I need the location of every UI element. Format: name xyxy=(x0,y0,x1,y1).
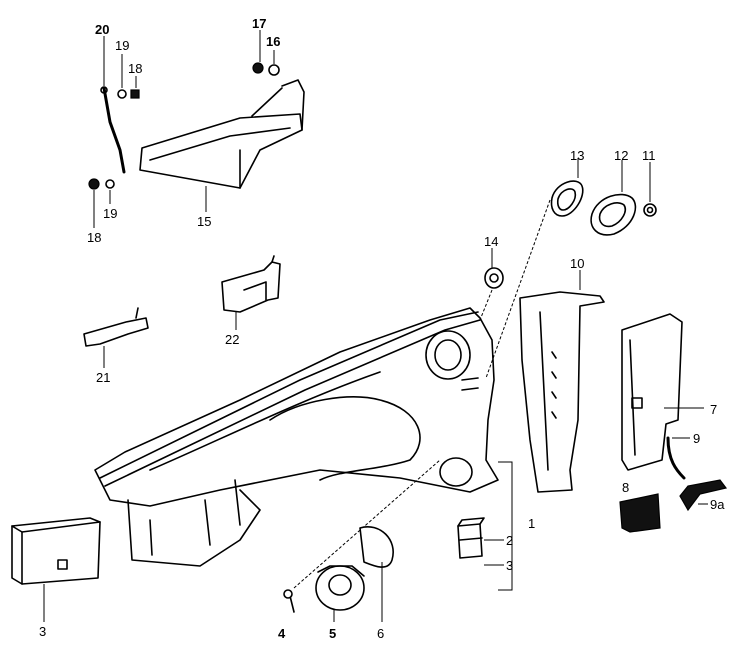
callout-18-lower: 18 xyxy=(87,230,101,245)
callout-3-right: 3 xyxy=(506,558,513,573)
callout-2: 2 xyxy=(506,533,513,548)
callout-11: 11 xyxy=(642,148,656,163)
callout-7: 7 xyxy=(710,402,717,417)
part-12-plate xyxy=(590,193,637,236)
part-17-nut xyxy=(252,62,264,74)
callout-16: 16 xyxy=(266,34,280,49)
part-2-bracket xyxy=(457,517,485,559)
part-21-bracket xyxy=(83,307,149,347)
callout-1: 1 xyxy=(528,516,535,531)
part-3-box-panel xyxy=(11,517,101,585)
part-10-arch-panel xyxy=(519,291,605,493)
callout-13: 13 xyxy=(570,148,584,163)
part-18-nut-upper xyxy=(130,89,140,99)
part-7-side-panel xyxy=(621,313,683,471)
callout-4: 4 xyxy=(278,626,286,641)
callout-21: 21 xyxy=(96,370,110,385)
part-8-corner-piece xyxy=(619,493,661,533)
callout-9: 9 xyxy=(693,431,700,446)
callout-6: 6 xyxy=(377,626,384,641)
part-18-nut-lower xyxy=(88,178,100,190)
part-22-bracket xyxy=(221,255,281,313)
callout-20: 20 xyxy=(95,22,109,37)
part-15-tray xyxy=(139,79,305,189)
part-11-nut xyxy=(643,203,657,217)
callout-12: 12 xyxy=(614,148,628,163)
callout-19-upper: 19 xyxy=(115,38,129,53)
part-13-gasket xyxy=(550,180,584,217)
callout-19-lower: 19 xyxy=(103,206,117,221)
part-16-washer xyxy=(268,64,280,76)
part-14-grommet xyxy=(484,267,504,289)
leader-1 xyxy=(498,461,513,591)
part-5-grommet xyxy=(315,565,365,611)
callout-10: 10 xyxy=(570,256,584,271)
part-20-rod xyxy=(100,86,126,174)
part-9a-strip xyxy=(679,479,728,512)
callout-9a: 9a xyxy=(710,497,725,512)
part-19-washer-upper xyxy=(117,89,127,99)
callout-22: 22 xyxy=(225,332,239,347)
main-fender-assembly xyxy=(94,307,499,567)
part-9-strip xyxy=(666,436,686,480)
callout-5: 5 xyxy=(329,626,336,641)
callout-8: 8 xyxy=(622,480,629,495)
callout-14: 14 xyxy=(484,234,498,249)
part-19-washer-lower xyxy=(105,179,115,189)
callout-3-left: 3 xyxy=(39,624,46,639)
part-4-screw xyxy=(283,589,295,613)
callout-18-upper: 18 xyxy=(128,61,142,76)
callout-15: 15 xyxy=(197,214,211,229)
part-6-cover xyxy=(359,526,394,568)
callout-17: 17 xyxy=(252,16,266,31)
